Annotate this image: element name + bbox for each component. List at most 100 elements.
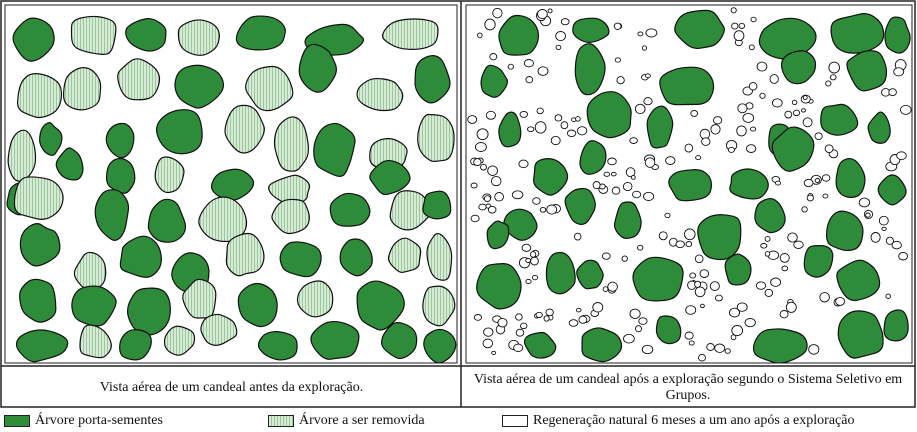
- regeneration-seedling: [603, 171, 611, 177]
- regeneration-seedling: [547, 8, 553, 14]
- regeneration-seedling: [511, 190, 524, 200]
- regeneration-seedling: [664, 212, 671, 219]
- seed-tree-crown: [545, 251, 576, 295]
- regeneration-seedling: [699, 269, 710, 278]
- regeneration-seedling: [835, 296, 846, 306]
- seed-tree-crown: [310, 320, 360, 360]
- seed-tree-crown: [564, 187, 596, 225]
- regeneration-seedling: [764, 288, 774, 297]
- regeneration-seedling: [643, 191, 655, 201]
- removed-tree-crown: [426, 232, 453, 281]
- seed-tree-crown: [780, 50, 817, 85]
- seed-tree-crown: [581, 327, 623, 363]
- regeneration-seedling: [476, 128, 489, 141]
- regeneration-seedling: [699, 303, 705, 309]
- regeneration-seedling: [531, 274, 539, 281]
- regeneration-seedling: [785, 301, 797, 313]
- regeneration-seedling: [555, 31, 566, 42]
- removed-tree-crown: [422, 285, 456, 327]
- seed-tree-crown: [94, 189, 130, 241]
- regeneration-seedling: [537, 9, 548, 20]
- regeneration-seedling: [534, 121, 547, 134]
- seed-tree-crown: [105, 157, 136, 194]
- legend-seed-tree-label: Árvore porta-sementes: [35, 413, 163, 428]
- regeneration-seedling: [530, 256, 539, 266]
- regeneration-seedling: [885, 236, 894, 245]
- regeneration-seedling: [787, 232, 798, 243]
- regeneration-seedling: [536, 107, 544, 115]
- regeneration-seedling: [898, 251, 908, 261]
- regeneration-seedling: [779, 310, 789, 319]
- regeneration-seedling: [870, 232, 881, 243]
- regeneration-seedling: [896, 151, 907, 161]
- seed-tree-crown: [867, 111, 891, 144]
- regeneration-seedling: [575, 307, 582, 313]
- regeneration-seedling: [550, 135, 561, 146]
- regeneration-seedling: [900, 104, 912, 115]
- regeneration-seedling: [781, 265, 789, 272]
- regeneration-seedling: [748, 44, 755, 51]
- seed-tree-crown: [147, 198, 187, 243]
- seed-tree-crown: [572, 17, 610, 43]
- caption-after: Vista aérea de um candeal após a explora…: [473, 372, 903, 403]
- removed-tree-crown: [117, 58, 161, 101]
- regeneration-seedling: [760, 243, 768, 249]
- regeneration-seedling: [698, 353, 706, 362]
- seed-tree-crown: [39, 122, 63, 156]
- regeneration-seedling: [736, 302, 748, 312]
- regeneration-seedling: [519, 322, 528, 330]
- diagram-frame: [0, 0, 916, 408]
- regeneration-seedling: [690, 109, 699, 117]
- removed-tree-crown: [163, 325, 196, 356]
- regeneration-seedling: [601, 252, 611, 260]
- seed-tree-crown: [576, 259, 604, 290]
- regeneration-seedling: [641, 45, 647, 51]
- regeneration-seedling: [694, 286, 706, 298]
- regeneration-seedling: [701, 137, 711, 146]
- seed-tree-crown: [19, 223, 61, 267]
- regeneration-seedling: [592, 302, 604, 313]
- seed-tree-crown: [339, 238, 373, 277]
- regeneration-seedling: [727, 146, 735, 153]
- regeneration-seedling: [695, 155, 702, 161]
- seed-tree-crown: [830, 13, 885, 54]
- regeneration-seedling: [515, 328, 525, 337]
- regeneration-seedling: [865, 212, 871, 218]
- regeneration-seedling: [792, 109, 801, 117]
- regeneration-seedling: [491, 350, 497, 355]
- seed-tree-crown: [257, 331, 298, 361]
- seed-tree-crown: [825, 210, 864, 252]
- regeneration-seedling: [694, 254, 704, 264]
- seed-tree-crown: [174, 64, 225, 109]
- regeneration-seedling: [629, 137, 638, 144]
- regeneration-seedling: [738, 22, 746, 29]
- removed-tree-crown: [225, 232, 265, 277]
- regeneration-seedling: [614, 57, 622, 63]
- seed-tree-crown: [19, 278, 57, 323]
- seed-tree-crown: [329, 192, 371, 227]
- seed-tree-crown: [646, 105, 674, 149]
- regeneration-seedling: [525, 278, 532, 285]
- seed-tree-crown: [655, 315, 682, 345]
- regeneration-seedling: [714, 294, 723, 302]
- seed-tree-crown: [754, 198, 786, 234]
- seed-tree-crown: [12, 17, 55, 62]
- regeneration-seedling: [731, 22, 739, 30]
- seed-tree-crown: [586, 91, 632, 139]
- legend-regeneration: Regeneração natural 6 meses a um ano apó…: [502, 412, 854, 430]
- regeneration-seedling: [473, 158, 482, 167]
- seed-tree-crown: [837, 310, 884, 359]
- seed-tree-crown: [486, 220, 510, 250]
- regeneration-seedling: [519, 110, 529, 118]
- regeneration-seedling: [473, 314, 483, 321]
- regeneration-seedling: [566, 129, 577, 138]
- regeneration-seedling: [507, 63, 514, 70]
- regeneration-seedling: [775, 180, 781, 186]
- removed-tree-crown: [224, 104, 265, 154]
- seed-tree-crown: [126, 287, 171, 336]
- legend-removed-tree: Árvore a ser removida: [268, 412, 425, 430]
- regeneration-seedling: [529, 251, 537, 258]
- regeneration-seedling: [888, 88, 897, 97]
- regeneration-seedling: [801, 206, 808, 213]
- regeneration-seedling: [497, 317, 508, 328]
